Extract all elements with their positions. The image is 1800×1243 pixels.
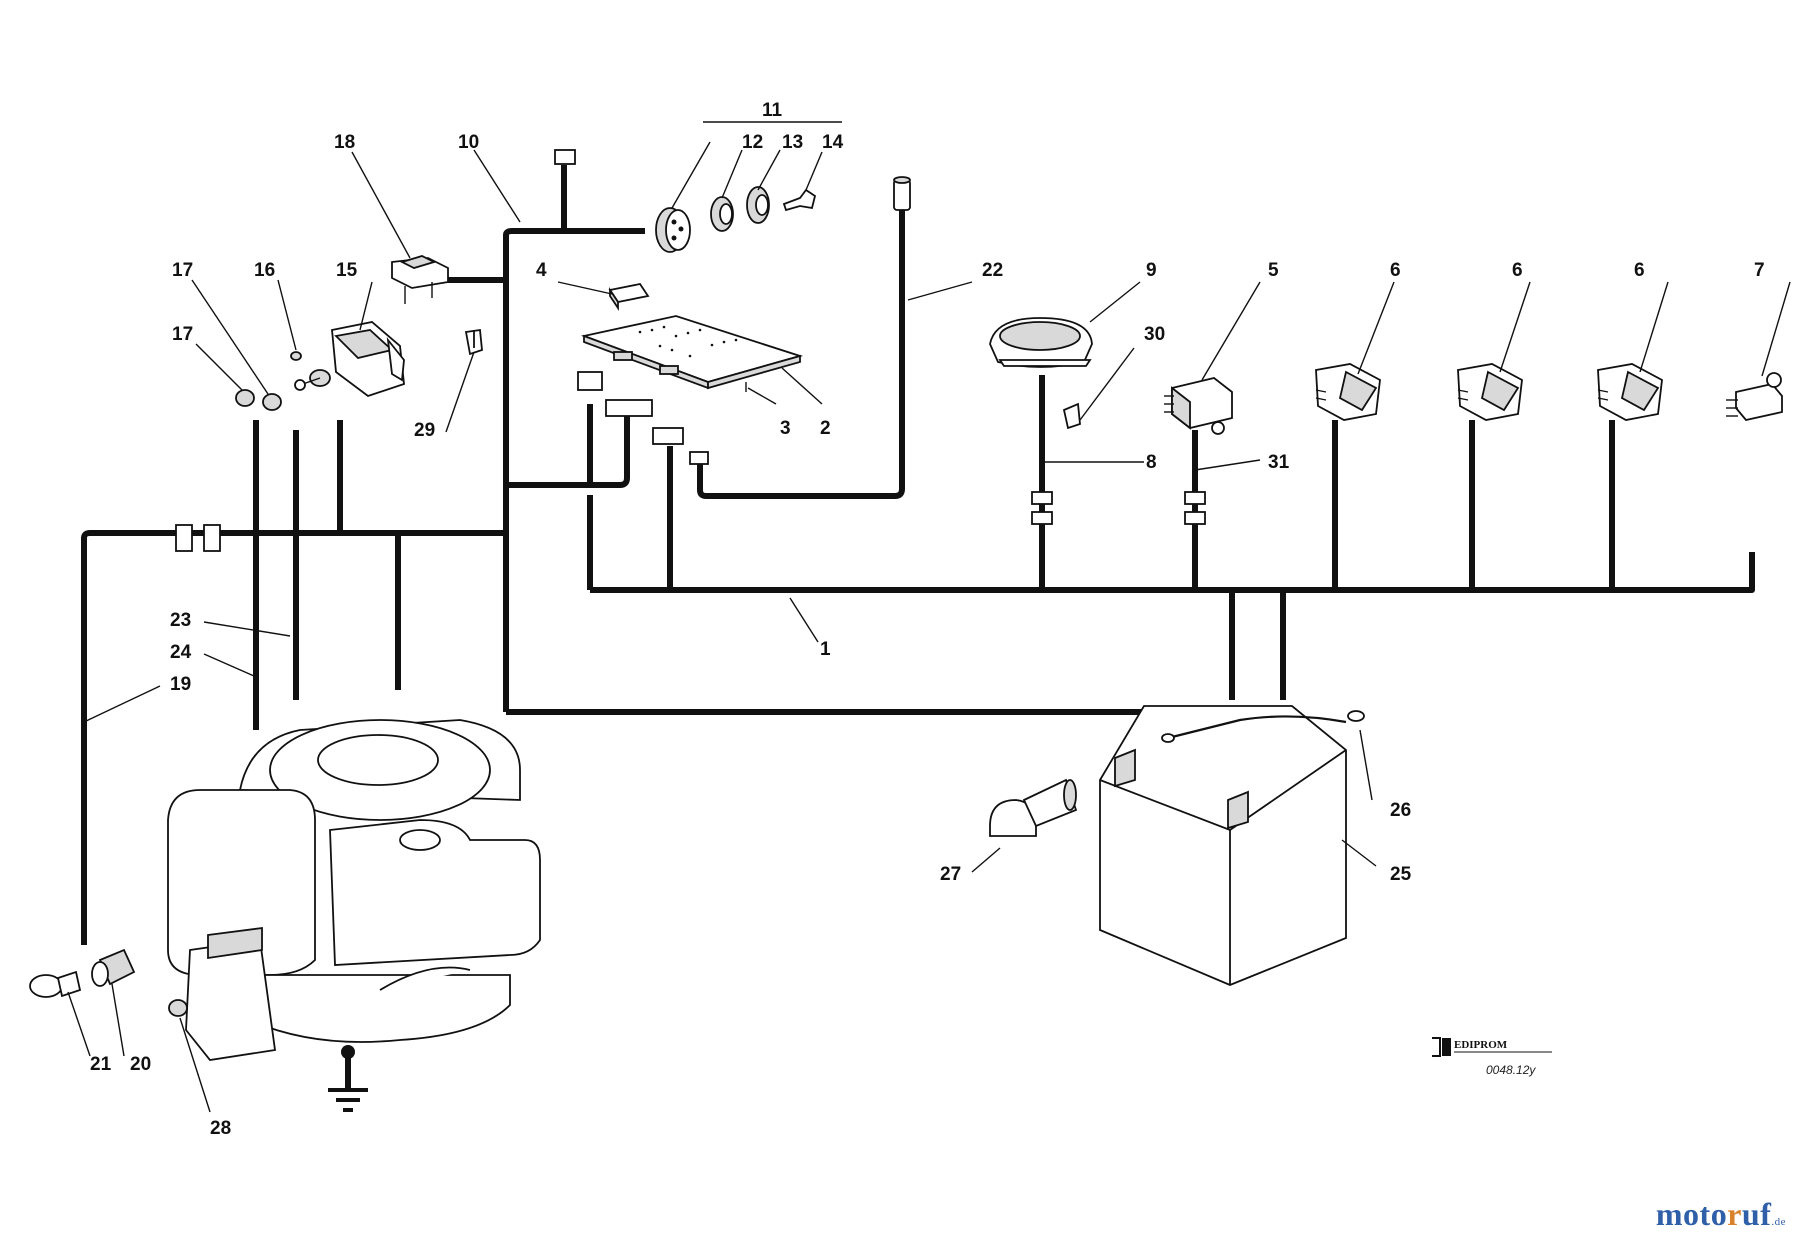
callout-15: 15: [336, 260, 358, 281]
publisher-stamp: EDIPROM 0048.12y: [1432, 1037, 1552, 1077]
callout-16: 16: [254, 260, 275, 281]
callout-9: 9: [1146, 260, 1157, 281]
callout-8: 8: [1146, 452, 1157, 473]
callout-14: 14: [822, 132, 844, 153]
clip-small-icon: [1062, 402, 1081, 430]
engine-icon: [167, 719, 541, 1061]
ignition-switch-icon: [655, 186, 817, 253]
safety-switch-icon: [1597, 363, 1663, 421]
buzzer-icon: [989, 317, 1093, 368]
callout-5: 5: [1268, 260, 1279, 281]
callout-29: 29: [414, 420, 435, 441]
callout-6: 6: [1512, 260, 1523, 281]
callout-6: 6: [1390, 260, 1401, 281]
ground-icon: [328, 1045, 368, 1112]
callout-23: 23: [170, 610, 191, 631]
callout-24: 24: [170, 642, 192, 663]
solenoid-icon: [235, 321, 405, 411]
callout-4: 4: [536, 260, 547, 281]
callout-17: 17: [172, 260, 193, 281]
control-board-icon: [580, 282, 804, 392]
callout-11: 11: [762, 100, 783, 121]
callout-20: 20: [130, 1054, 151, 1075]
callout-13: 13: [782, 132, 803, 153]
callout-25: 25: [1390, 864, 1412, 885]
wire-harness: [81, 165, 1755, 1090]
leader-lines: [67, 121, 1791, 1113]
callout-27: 27: [940, 864, 961, 885]
safety-switch-icon: [1457, 363, 1523, 421]
callout-7: 7: [1754, 260, 1765, 281]
callout-labels: 1 2 3 4 5 6 6 6 7 8 9 10 11 12 13 14 15 …: [90, 100, 1765, 1139]
connectors: [175, 149, 1206, 552]
relay-icon: [1164, 377, 1233, 435]
nut-icon: [168, 999, 188, 1017]
callout-3: 3: [780, 418, 791, 439]
callout-31: 31: [1268, 452, 1290, 473]
callout-21: 21: [90, 1054, 112, 1075]
clip-icon: [464, 328, 483, 356]
bulb-icon: [29, 970, 82, 998]
callout-18: 18: [334, 132, 355, 153]
callout-2: 2: [820, 418, 831, 439]
rocker-switch-icon: [391, 255, 449, 304]
stamp-brand: EDIPROM: [1454, 1039, 1508, 1051]
battery-lead-icon: [1161, 710, 1365, 743]
main-harness: [590, 552, 1755, 593]
callout-19: 19: [170, 674, 191, 695]
safety-switch-icon: [1315, 363, 1381, 421]
battery-icon: [1099, 705, 1347, 986]
callout-10: 10: [458, 132, 479, 153]
callout-28: 28: [210, 1118, 231, 1139]
watermark-logo: motoruf.de: [1655, 1196, 1786, 1232]
callout-30: 30: [1144, 324, 1165, 345]
callout-17: 17: [172, 324, 193, 345]
terminal-cover-icon: [989, 778, 1078, 837]
callout-12: 12: [742, 132, 763, 153]
callout-1: 1: [820, 639, 831, 660]
microswitch-icon: [1726, 372, 1783, 421]
plug-end-icon: [893, 176, 911, 211]
callout-22: 22: [982, 260, 1003, 281]
callout-6: 6: [1634, 260, 1645, 281]
stamp-code: 0048.12y: [1486, 1063, 1536, 1077]
bulb-socket-icon: [91, 948, 136, 987]
callout-26: 26: [1390, 800, 1411, 821]
